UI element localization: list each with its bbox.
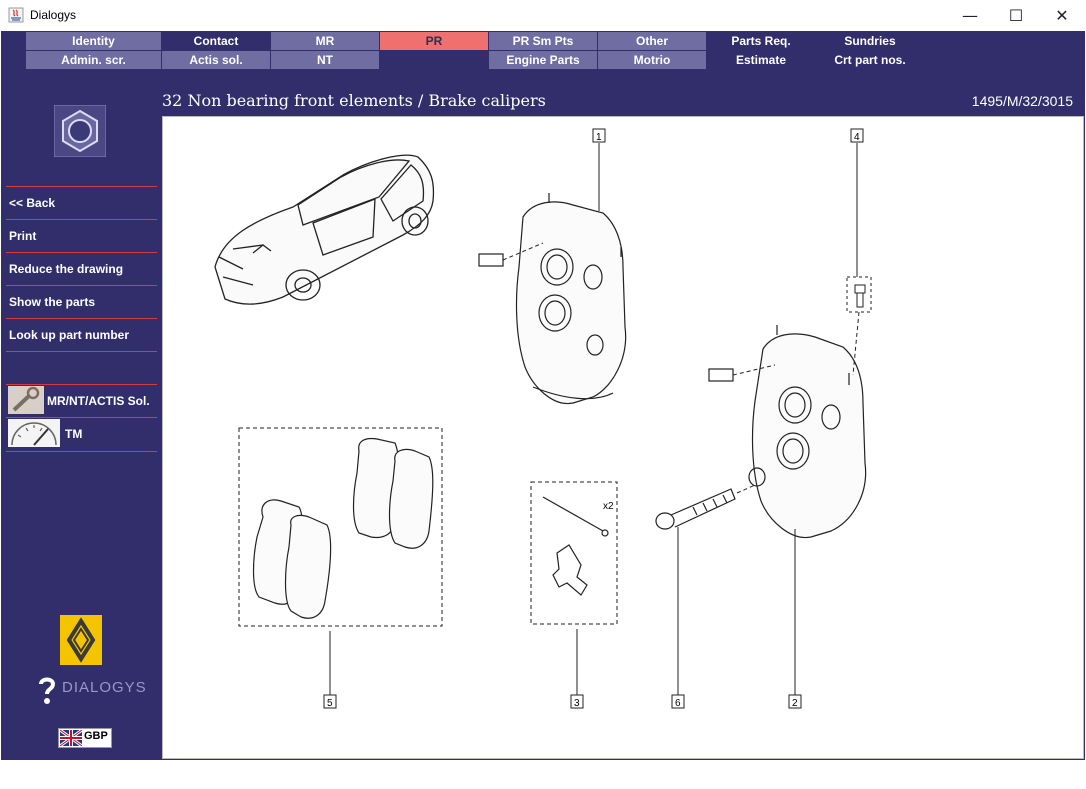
look-up-part-number-link[interactable]: Look up part number bbox=[9, 328, 129, 342]
tab-crt-part-nos[interactable]: Crt part nos. bbox=[816, 51, 924, 69]
tab-parts-req[interactable]: Parts Req. bbox=[707, 32, 815, 50]
callout-1[interactable]: 1 bbox=[596, 132, 602, 143]
callout-box-1 bbox=[592, 128, 606, 143]
callout-box-2 bbox=[788, 694, 802, 709]
show-parts-link[interactable]: Show the parts bbox=[9, 295, 96, 309]
callout-3[interactable]: 3 bbox=[574, 698, 580, 709]
menu-divider bbox=[6, 417, 157, 418]
page-reference: 1495/M/32/3015 bbox=[971, 93, 1073, 109]
menu-divider bbox=[6, 318, 157, 319]
tab-actis-sol[interactable]: Actis sol. bbox=[162, 51, 270, 69]
spring-kit bbox=[542, 496, 609, 596]
window-titlebar: Dialogys — ☐ ✕ bbox=[0, 0, 1086, 31]
tab-pr[interactable]: PR bbox=[380, 32, 488, 50]
menu-divider bbox=[6, 252, 157, 253]
tab-contact[interactable]: Contact bbox=[162, 32, 270, 50]
callout-2[interactable]: 2 bbox=[792, 698, 798, 709]
renault-logo bbox=[60, 615, 102, 665]
tab-pr-sm-pts[interactable]: PR Sm Pts bbox=[489, 32, 597, 50]
menu-divider bbox=[6, 451, 157, 452]
tab-nt[interactable]: NT bbox=[271, 51, 379, 69]
minimize-button[interactable]: — bbox=[962, 6, 978, 25]
menu-divider bbox=[6, 351, 157, 352]
brake-pads bbox=[252, 437, 434, 619]
wrench-icon[interactable] bbox=[8, 386, 44, 414]
dialogys-logo: DIALOGYS bbox=[35, 675, 146, 707]
maximize-button[interactable]: ☐ bbox=[1008, 6, 1024, 25]
mr-nt-actis-sol-link[interactable]: MR/NT/ACTIS Sol. bbox=[47, 394, 150, 408]
car-illustration bbox=[214, 154, 435, 305]
app-area: Identity Contact MR PR PR Sm Pts Other P… bbox=[1, 31, 1085, 760]
window-title: Dialogys bbox=[30, 8, 77, 22]
caliper-lower bbox=[748, 325, 867, 539]
menu-divider bbox=[6, 384, 157, 385]
close-button[interactable]: ✕ bbox=[1055, 6, 1069, 25]
callout-box-4 bbox=[850, 128, 864, 143]
menu-divider bbox=[6, 285, 157, 286]
tab-admin-scr[interactable]: Admin. scr. bbox=[26, 51, 161, 69]
java-app-icon bbox=[8, 7, 24, 23]
tab-estimate[interactable]: Estimate bbox=[707, 51, 815, 69]
callout-box-3 bbox=[570, 694, 584, 709]
tm-link[interactable]: TM bbox=[65, 427, 83, 441]
callout-5[interactable]: 5 bbox=[327, 698, 333, 709]
brake-caliper-diagram: x2 1 4 5 3 6 2 bbox=[214, 128, 872, 709]
nut-icon[interactable] bbox=[54, 105, 106, 157]
menu-divider bbox=[6, 186, 157, 187]
caliper-upper bbox=[515, 193, 627, 405]
print-link[interactable]: Print bbox=[9, 229, 37, 243]
uk-flag-icon bbox=[60, 730, 82, 746]
tab-sundries[interactable]: Sundries bbox=[816, 32, 924, 50]
callout-4[interactable]: 4 bbox=[854, 132, 860, 143]
page-title: 32 Non bearing front elements / Brake ca… bbox=[162, 91, 546, 110]
tab-engine-parts[interactable]: Engine Parts bbox=[489, 51, 597, 69]
currency-selector[interactable]: GBP bbox=[58, 728, 112, 748]
tab-other[interactable]: Other bbox=[598, 32, 706, 50]
callout-6[interactable]: 6 bbox=[675, 698, 681, 709]
menu-divider bbox=[6, 219, 157, 220]
bleed-cap-seal-1 bbox=[478, 253, 504, 267]
callout-box-6 bbox=[671, 694, 685, 709]
callout-box-5 bbox=[323, 694, 337, 709]
reduce-drawing-link[interactable]: Reduce the drawing bbox=[9, 262, 124, 276]
back-link[interactable]: << Back bbox=[9, 196, 56, 210]
bleed-cap-seal-2 bbox=[708, 368, 734, 382]
tab-mr[interactable]: MR bbox=[271, 32, 379, 50]
caliper-bolt bbox=[655, 488, 736, 530]
tab-empty bbox=[380, 51, 488, 69]
tab-identity[interactable]: Identity bbox=[26, 32, 161, 50]
tab-motrio[interactable]: Motrio bbox=[598, 51, 706, 69]
exploded-drawing: x2 1 4 5 3 6 2 bbox=[162, 116, 1084, 759]
quantity-multiplier: x2 bbox=[603, 501, 614, 512]
gauge-icon[interactable] bbox=[8, 419, 60, 447]
dialogys-wordmark: DIALOGYS bbox=[62, 679, 147, 696]
currency-code: GBP bbox=[84, 730, 108, 742]
